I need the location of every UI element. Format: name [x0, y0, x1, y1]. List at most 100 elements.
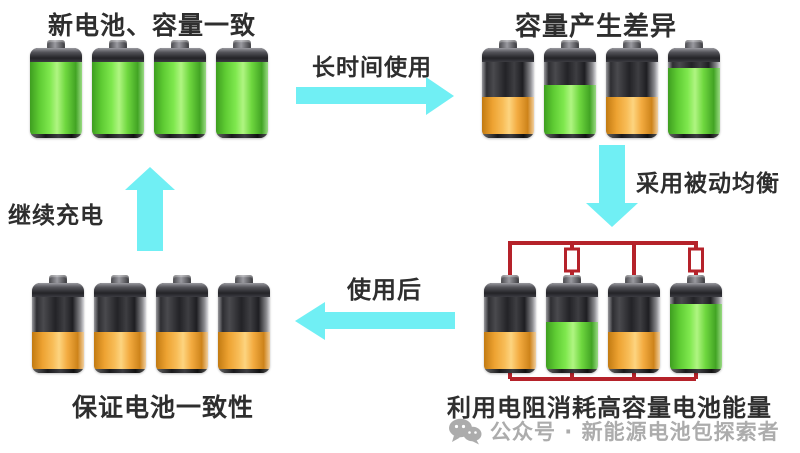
label-continue-charging: 继续充电	[8, 203, 104, 229]
battery-terminal-icon	[685, 40, 703, 50]
battery-fill-level	[92, 62, 144, 134]
battery-fill-level	[546, 322, 598, 369]
battery-fill-level	[216, 62, 268, 134]
battery-base-rim	[544, 134, 596, 138]
battery-base-rim	[154, 134, 206, 138]
battery-shoulder	[156, 283, 208, 297]
battery-body	[606, 48, 658, 138]
battery-body	[154, 48, 206, 138]
battery-orange-52pct	[218, 275, 270, 373]
battery-base-rim	[668, 134, 720, 138]
arrow-right-shaft	[296, 87, 426, 104]
battery-terminal-icon	[49, 275, 67, 285]
battery-terminal-icon	[623, 40, 641, 50]
battery-base-rim	[484, 369, 536, 373]
battery-body	[482, 48, 534, 138]
battery-shoulder	[546, 283, 598, 297]
battery-shoulder	[670, 283, 722, 297]
battery-shoulder	[484, 283, 536, 297]
battery-base-rim	[606, 134, 658, 138]
battery-base-rim	[216, 134, 268, 138]
label-passive-balancing: 采用被动均衡	[636, 171, 780, 197]
battery-green-68pct	[544, 40, 596, 138]
arrow-up-head	[125, 167, 175, 190]
label-battery-consistency: 保证电池一致性	[72, 393, 255, 422]
battery-fill-level	[94, 331, 146, 369]
battery-body	[484, 283, 536, 373]
battery-base-rim	[156, 369, 208, 373]
battery-fill-level	[30, 62, 82, 134]
battery-fill-level	[670, 304, 722, 369]
resistor-icon-2	[688, 247, 704, 273]
battery-body	[32, 283, 84, 373]
battery-group-balancing	[484, 275, 722, 373]
arrow-right-head	[426, 77, 454, 115]
battery-terminal-icon	[47, 40, 65, 50]
battery-fill-level	[668, 67, 720, 134]
battery-group-diff	[482, 40, 720, 138]
battery-terminal-icon	[171, 40, 189, 50]
battery-green-65pct	[546, 275, 598, 373]
battery-fill-level	[218, 331, 270, 369]
watermark: 公众号 · 新能源电池包探索者	[448, 416, 780, 446]
battery-shoulder	[218, 283, 270, 297]
watermark-text: 公众号 · 新能源电池包探索者	[490, 420, 780, 444]
battery-body	[94, 283, 146, 373]
battery-shoulder	[92, 48, 144, 62]
battery-terminal-icon	[561, 40, 579, 50]
battery-body	[668, 48, 720, 138]
battery-shoulder	[544, 48, 596, 62]
arrow-down-shaft	[599, 145, 625, 203]
battery-fill-level	[484, 331, 536, 369]
battery-base-rim	[608, 369, 660, 373]
battery-group-consistent	[32, 275, 270, 373]
arrow-down-icon	[586, 145, 638, 227]
battery-terminal-icon	[111, 275, 129, 285]
label-after-use: 使用后	[347, 276, 422, 304]
battery-base-rim	[546, 369, 598, 373]
battery-orange-52pct	[608, 275, 660, 373]
battery-body	[544, 48, 596, 138]
battery-terminal-icon	[173, 275, 191, 285]
battery-terminal-icon	[687, 275, 705, 285]
battery-shoulder	[94, 283, 146, 297]
battery-body	[92, 48, 144, 138]
battery-body	[218, 283, 270, 373]
battery-body	[670, 283, 722, 373]
battery-terminal-icon	[233, 40, 251, 50]
battery-orange-52pct	[606, 40, 658, 138]
battery-terminal-icon	[625, 275, 643, 285]
battery-shoulder	[154, 48, 206, 62]
battery-orange-52pct	[94, 275, 146, 373]
battery-orange-52pct	[484, 275, 536, 373]
battery-green-92pct	[668, 40, 720, 138]
battery-green-100pct	[216, 40, 268, 138]
battery-fill-level	[32, 331, 84, 369]
resistor-icon-1	[564, 247, 580, 273]
label-long-term-use: 长时间使用	[312, 55, 432, 81]
battery-shoulder	[30, 48, 82, 62]
battery-terminal-icon	[109, 40, 127, 50]
battery-fill-level	[606, 96, 658, 134]
battery-shoulder	[668, 48, 720, 62]
arrow-left-shaft	[325, 312, 455, 329]
battery-fill-level	[156, 331, 208, 369]
battery-body	[608, 283, 660, 373]
battery-base-rim	[32, 369, 84, 373]
battery-terminal-icon	[499, 40, 517, 50]
label-resistor-dissipation: 利用电阻消耗高容量电池能量	[447, 394, 772, 422]
battery-base-rim	[218, 369, 270, 373]
arrow-right-icon	[296, 77, 454, 115]
battery-green-100pct	[154, 40, 206, 138]
circuit-risers	[508, 371, 698, 379]
battery-shoulder	[216, 48, 268, 62]
battery-body	[216, 48, 268, 138]
battery-base-rim	[92, 134, 144, 138]
arrow-left-head	[295, 302, 325, 340]
battery-shoulder	[482, 48, 534, 62]
battery-base-rim	[94, 369, 146, 373]
arrow-up-icon	[125, 167, 175, 251]
battery-base-rim	[30, 134, 82, 138]
label-capacity-difference: 容量产生差异	[515, 12, 678, 42]
